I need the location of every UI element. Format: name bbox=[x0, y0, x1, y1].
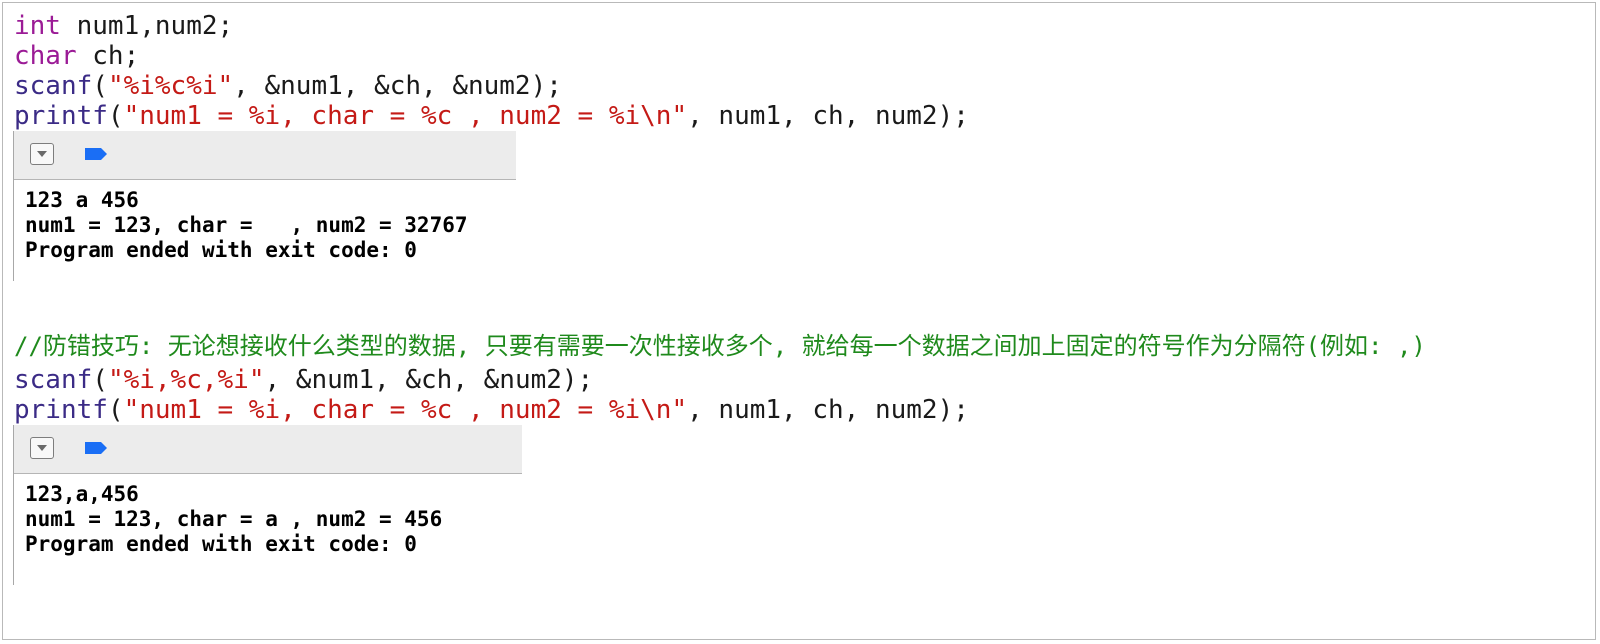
code-text: , num1, ch, num2); bbox=[687, 395, 969, 425]
chevron-down-icon[interactable] bbox=[30, 143, 54, 165]
code-line: char ch; bbox=[14, 41, 139, 71]
paren: ( bbox=[92, 71, 108, 101]
code-line: printf("num1 = %i, char = %c , num2 = %i… bbox=[14, 395, 969, 425]
code-text: num1,num2; bbox=[60, 11, 234, 41]
code-line: scanf("%i%c%i", &num1, &ch, &num2); bbox=[14, 71, 562, 101]
function-scanf: scanf bbox=[14, 71, 93, 101]
chevron-down-icon[interactable] bbox=[30, 437, 54, 459]
tag-icon[interactable] bbox=[84, 441, 108, 455]
code-line: printf("num1 = %i, char = %c , num2 = %i… bbox=[14, 101, 969, 131]
output-line: num1 = 123, char = , num2 = 32767 bbox=[25, 213, 468, 237]
code-line: int num1,num2; bbox=[14, 11, 233, 41]
console-toolbar bbox=[14, 425, 522, 474]
code-text: ch; bbox=[76, 41, 140, 71]
output-line: Program ended with exit code: 0 bbox=[25, 238, 417, 262]
output-line: 123 a 456 bbox=[25, 188, 139, 212]
output-line: 123,a,456 bbox=[25, 482, 139, 506]
format-string: "num1 = %i, char = %c , num2 = %i\n" bbox=[123, 101, 688, 131]
format-string: "%i%c%i" bbox=[107, 71, 234, 101]
function-printf: printf bbox=[14, 395, 108, 425]
format-string: "num1 = %i, char = %c , num2 = %i\n" bbox=[123, 395, 688, 425]
code-comment: //防错技巧: 无论想接收什么类型的数据, 只要有需要一次性接收多个, 就给每一… bbox=[14, 332, 1426, 360]
format-string: "%i,%c,%i" bbox=[107, 365, 265, 395]
code-text: , &num1, &ch, &num2); bbox=[233, 71, 562, 101]
code-line: scanf("%i,%c,%i", &num1, &ch, &num2); bbox=[14, 365, 593, 395]
paren: ( bbox=[107, 395, 124, 425]
code-text: , num1, ch, num2); bbox=[687, 101, 969, 131]
output-line: Program ended with exit code: 0 bbox=[25, 532, 417, 556]
function-scanf: scanf bbox=[14, 365, 93, 395]
tag-icon[interactable] bbox=[84, 147, 108, 161]
paren: ( bbox=[92, 365, 108, 395]
console-toolbar bbox=[14, 131, 516, 180]
output-line: num1 = 123, char = a , num2 = 456 bbox=[25, 507, 443, 531]
code-text: , &num1, &ch, &num2); bbox=[264, 365, 594, 395]
function-printf: printf bbox=[14, 101, 108, 131]
keyword-char: char bbox=[14, 41, 77, 71]
keyword-int: int bbox=[14, 11, 61, 41]
paren: ( bbox=[107, 101, 124, 131]
